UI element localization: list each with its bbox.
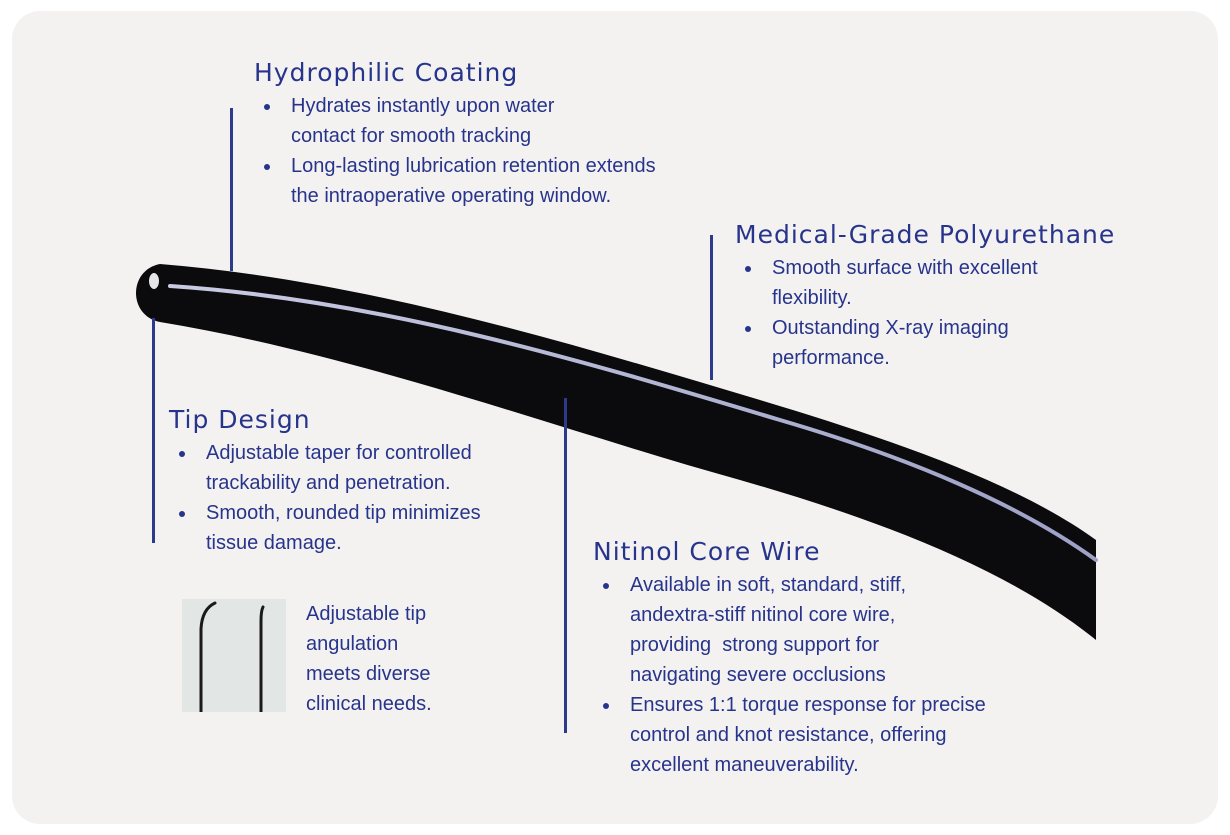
tip-angulation-caption: Adjustable tip angulation meets diverse … — [306, 603, 432, 715]
leader-hydrophilic-coating — [230, 108, 233, 271]
leader-polyurethane — [710, 235, 713, 380]
feature-bullet: Outstanding X-ray imaging performance. — [735, 313, 1115, 373]
feature-title: Medical-Grade Polyurethane — [735, 220, 1116, 249]
feature-tip-design: Tip Design Adjustable taper for controll… — [169, 405, 539, 558]
feature-hydrophilic-coating: Hydrophilic Coating Hydrates instantly u… — [254, 58, 724, 211]
leader-nitinol-core — [564, 398, 567, 733]
feature-bullet: Hydrates instantly upon water contact fo… — [254, 91, 724, 151]
feature-polyurethane: Medical-Grade Polyurethane Smooth surfac… — [735, 220, 1115, 373]
leader-tip-design — [152, 318, 155, 543]
feature-title: Tip Design — [169, 405, 311, 434]
guidewire-body — [136, 264, 1098, 640]
feature-nitinol-core-wire: Nitinol Core Wire Available in soft, sta… — [593, 537, 1053, 780]
feature-bullet: Smooth, rounded tip minimizes tissue dam… — [169, 498, 539, 558]
feature-bullet: Ensures 1:1 torque response for precise … — [593, 690, 1053, 780]
tip-angulation-photo — [182, 599, 286, 712]
feature-bullet: Smooth surface with excellent flexibilit… — [735, 253, 1115, 313]
feature-title: Hydrophilic Coating — [254, 58, 519, 87]
feature-bullet: Long-lasting lubrication retention exten… — [254, 151, 724, 211]
feature-bullet: Adjustable taper for controlled trackabi… — [169, 438, 539, 498]
feature-bullet: Available in soft, standard, stiff, ande… — [593, 570, 1053, 690]
feature-title: Nitinol Core Wire — [593, 537, 821, 566]
